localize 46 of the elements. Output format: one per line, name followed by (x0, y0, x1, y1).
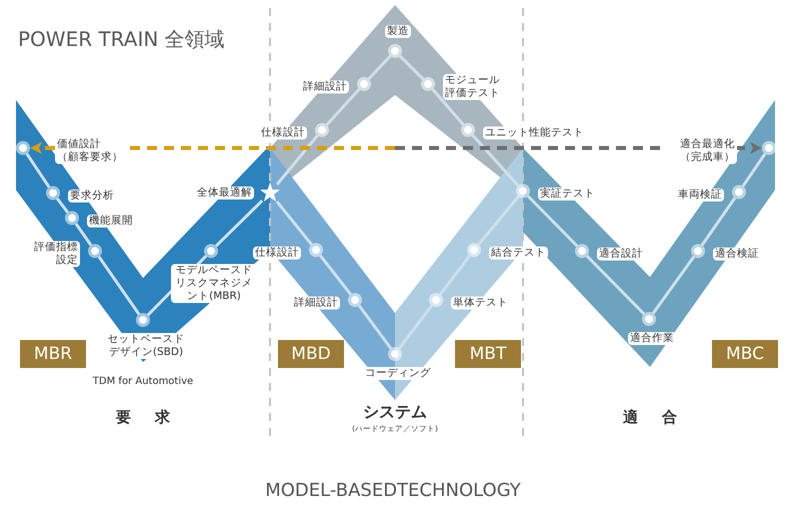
path-line (26, 153, 50, 188)
step-label: 要求分析 (68, 190, 116, 202)
path-line (439, 254, 471, 296)
path-line (319, 254, 352, 296)
path-line (477, 195, 520, 246)
step-label: 詳細設計 (292, 296, 340, 310)
method-box: MBC (712, 340, 778, 368)
step-label: 適合設計 (597, 248, 645, 260)
path-line (431, 88, 465, 126)
phase-label: 要求 (115, 408, 194, 427)
path-line (368, 55, 392, 80)
method-box: MBD (278, 340, 344, 368)
diagram-title: POWER TRAIN 全領域 (18, 26, 225, 53)
step-label: 機能展開 (87, 214, 135, 228)
step-label: 車両検証 (676, 188, 724, 202)
note-text: TDM for Automotive (92, 376, 194, 387)
path-line (358, 304, 392, 350)
step-label: 全体最適解 (195, 186, 254, 200)
phase-label: 適合 (622, 408, 701, 427)
path-line (742, 152, 766, 188)
path-line (276, 134, 319, 186)
step-label: 製造 (385, 25, 411, 38)
step-label: 仕様設計 (253, 246, 301, 260)
path-line (398, 54, 424, 80)
path-line (214, 200, 264, 248)
step-label: 詳細設計 (301, 80, 349, 94)
path-line (652, 256, 696, 314)
path-line (700, 196, 736, 246)
path-line (276, 200, 313, 246)
step-label: 適合検証 (713, 248, 761, 260)
step-label: 仕様設計 (259, 126, 307, 140)
path-line (472, 134, 520, 187)
path-line (586, 254, 646, 316)
method-box: MBT (455, 340, 521, 368)
step-label: 結合テスト (489, 246, 548, 260)
path-line (398, 304, 433, 350)
step-label: モデルベースドリスクマネジメント(MBR) (171, 264, 257, 303)
method-box: MBR (20, 340, 86, 368)
footer-caption: MODEL-BASEDTECHNOLOGY (265, 480, 521, 501)
path-line (326, 88, 360, 126)
path-line (74, 222, 92, 246)
phase-label: システム (363, 402, 427, 423)
path-line (56, 198, 69, 214)
path-line (526, 194, 578, 248)
path-line (98, 256, 140, 316)
step-label: 適合作業 (628, 332, 676, 345)
